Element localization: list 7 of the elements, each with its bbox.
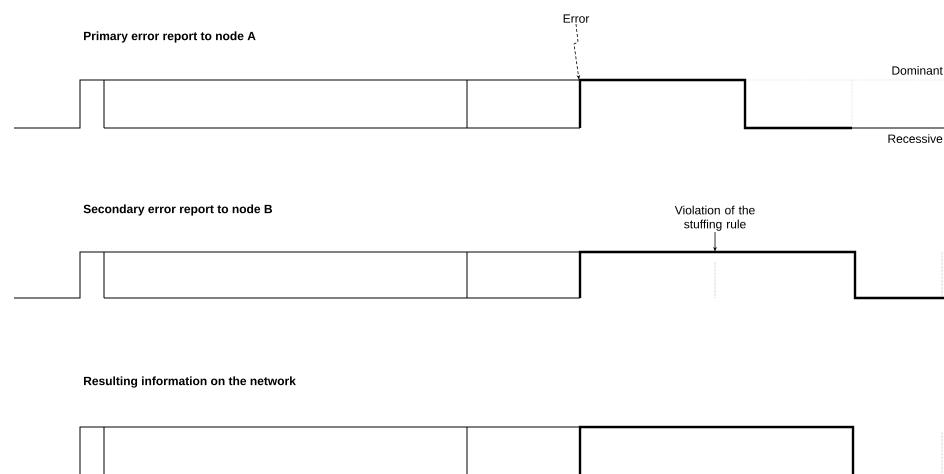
heading: Secondary error report to node B <box>84 204 272 216</box>
annotation-text: Error <box>564 14 590 23</box>
heading: Resulting information on the network <box>84 376 296 388</box>
heading: Primary error report to node A <box>84 31 256 43</box>
waveform-drawing <box>14 250 944 300</box>
annotation-text: Violation of the stuffing rule <box>674 206 755 231</box>
waveform-drawing <box>14 78 944 130</box>
